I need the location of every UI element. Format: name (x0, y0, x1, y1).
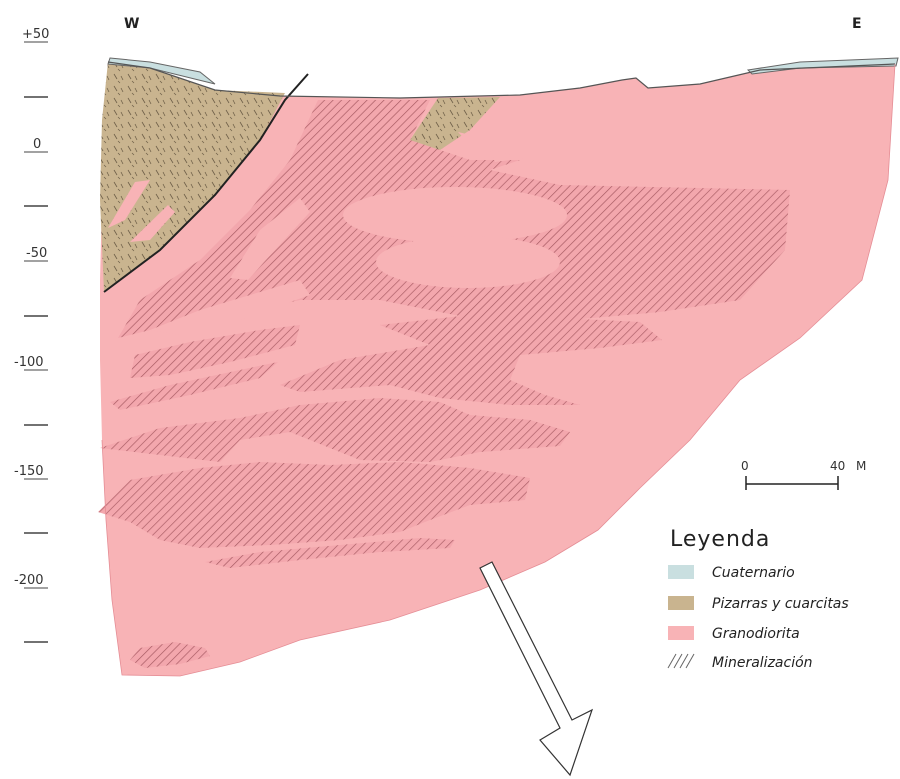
legend: Leyenda Cuaternario Pizarras y cuarcitas… (668, 527, 849, 671)
legend-swatch-pizarras (668, 596, 694, 610)
depth-label: +50 (22, 27, 49, 42)
east-label: E (852, 16, 862, 32)
legend-label: Mineralización (712, 655, 813, 671)
depth-label: -150 (14, 464, 44, 479)
depth-axis: +50 0 -50 -100 -150 -200 (14, 27, 49, 642)
west-label: W (124, 16, 139, 32)
legend-swatch-cuaternario (668, 565, 694, 579)
direction-arrow-icon (480, 562, 592, 775)
scale-unit-label: M (856, 459, 866, 473)
depth-label: -100 (14, 355, 44, 370)
scale-bar: 0 40 M (741, 459, 866, 490)
depth-label: -200 (14, 573, 44, 588)
legend-label: Cuaternario (712, 565, 795, 581)
legend-title: Leyenda (670, 527, 770, 552)
depth-label: -50 (26, 246, 47, 261)
legend-swatch-mineralizacion-icon (668, 654, 694, 668)
scale-end-label: 40 (830, 459, 845, 473)
depth-label: 0 (33, 137, 41, 152)
legend-swatch-granodiorita (668, 626, 694, 640)
legend-label: Granodiorita (712, 626, 800, 642)
scale-start-label: 0 (741, 459, 749, 473)
legend-label: Pizarras y cuarcitas (712, 596, 849, 612)
